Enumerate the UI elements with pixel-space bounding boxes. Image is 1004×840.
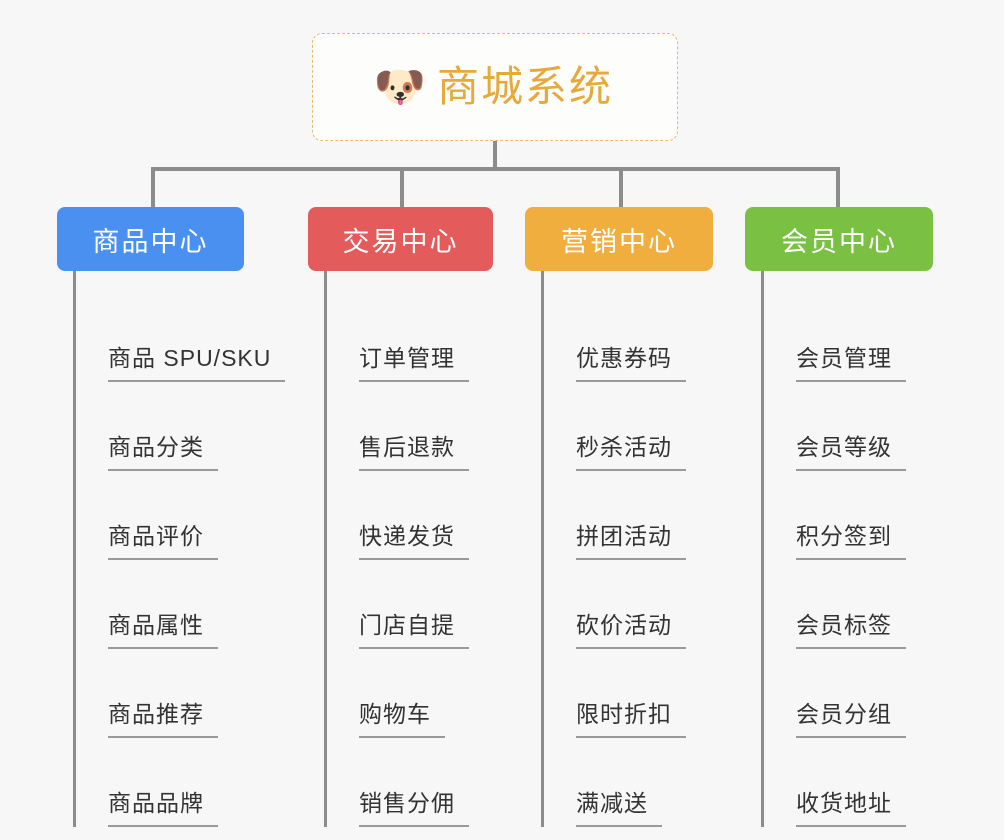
list-item[interactable]: 订单管理 [327, 293, 493, 382]
branch-items-trade-center: 订单管理 售后退款 快递发货 门店自提 购物车 销售分佣 [324, 271, 493, 827]
list-item-label: 商品 SPU/SKU [108, 345, 286, 382]
list-item[interactable]: 会员等级 [764, 382, 933, 471]
list-item[interactable]: 积分签到 [764, 471, 933, 560]
list-item[interactable]: 商品品牌 [76, 738, 285, 827]
list-item[interactable]: 销售分佣 [327, 738, 493, 827]
list-item-label: 快递发货 [359, 523, 469, 560]
branch-items-member-center: 会员管理 会员等级 积分签到 会员标签 会员分组 收货地址 [761, 271, 933, 827]
list-item[interactable]: 商品评价 [76, 471, 285, 560]
list-item-label: 商品品牌 [108, 790, 218, 827]
list-item[interactable]: 秒杀活动 [544, 382, 713, 471]
list-item[interactable]: 会员分组 [764, 649, 933, 738]
list-item-label: 秒杀活动 [576, 434, 686, 471]
branch-items-marketing-center: 优惠券码 秒杀活动 拼团活动 砍价活动 限时折扣 满减送 [541, 271, 713, 827]
list-item[interactable]: 拼团活动 [544, 471, 713, 560]
list-item-label: 砍价活动 [576, 612, 686, 649]
list-item-label: 会员分组 [796, 701, 906, 738]
branch-column-member-center: 会员中心 会员管理 会员等级 积分签到 会员标签 会员分组 收货地址 [745, 207, 933, 827]
list-item-label: 收货地址 [796, 790, 906, 827]
list-item[interactable]: 满减送 [544, 738, 713, 827]
list-item[interactable]: 商品分类 [76, 382, 285, 471]
list-item-label: 优惠券码 [576, 345, 686, 382]
branch-header-trade-center[interactable]: 交易中心 [308, 207, 493, 271]
branch-column-trade-center: 交易中心 订单管理 售后退款 快递发货 门店自提 购物车 销售分佣 [308, 207, 493, 827]
connector-root-stem [493, 141, 497, 170]
list-item[interactable]: 优惠券码 [544, 293, 713, 382]
branch-items-product-center: 商品 SPU/SKU 商品分类 商品评价 商品属性 商品推荐 商品品牌 [73, 271, 286, 827]
connector-drop-branch-1 [151, 167, 155, 208]
branch-column-marketing-center: 营销中心 优惠券码 秒杀活动 拼团活动 砍价活动 限时折扣 满减送 [525, 207, 713, 827]
connector-drop-branch-4 [836, 167, 840, 208]
list-item[interactable]: 门店自提 [327, 560, 493, 649]
list-item[interactable]: 会员管理 [764, 293, 933, 382]
list-item-label: 商品评价 [108, 523, 218, 560]
connector-horizontal-bus [151, 167, 838, 171]
list-item-label: 限时折扣 [576, 701, 686, 738]
list-item-label: 商品分类 [108, 434, 218, 471]
list-item[interactable]: 商品推荐 [76, 649, 285, 738]
list-item[interactable]: 售后退款 [327, 382, 493, 471]
list-item-label: 门店自提 [359, 612, 469, 649]
list-item-label: 会员管理 [796, 345, 906, 382]
list-item-label: 订单管理 [359, 345, 469, 382]
list-item[interactable]: 购物车 [327, 649, 493, 738]
root-title: 商城系统 [436, 63, 613, 110]
list-item[interactable]: 收货地址 [764, 738, 933, 827]
list-item-label: 会员等级 [796, 434, 906, 471]
list-item-label: 商品推荐 [108, 701, 218, 738]
list-item-label: 销售分佣 [359, 790, 469, 827]
branch-header-product-center[interactable]: 商品中心 [57, 207, 244, 271]
connector-drop-branch-3 [619, 167, 623, 208]
list-item-label: 购物车 [359, 701, 445, 738]
branch-header-member-center[interactable]: 会员中心 [745, 207, 933, 271]
shiba-dog-face-icon: 🐶 [373, 63, 427, 110]
list-item-label: 会员标签 [796, 612, 906, 649]
list-item-label: 售后退款 [359, 434, 469, 471]
list-item[interactable]: 商品 SPU/SKU [76, 293, 286, 382]
connector-drop-branch-2 [400, 167, 404, 208]
list-item-label: 拼团活动 [576, 523, 686, 560]
list-item-label: 积分签到 [796, 523, 906, 560]
branch-column-product-center: 商品中心 商品 SPU/SKU 商品分类 商品评价 商品属性 商品推荐 商品品牌 [57, 207, 286, 827]
branch-header-marketing-center[interactable]: 营销中心 [525, 207, 713, 271]
list-item[interactable]: 会员标签 [764, 560, 933, 649]
list-item[interactable]: 限时折扣 [544, 649, 713, 738]
root-node[interactable]: 🐶 商城系统 [312, 33, 678, 141]
list-item-label: 满减送 [576, 790, 662, 827]
list-item-label: 商品属性 [108, 612, 218, 649]
list-item[interactable]: 砍价活动 [544, 560, 713, 649]
list-item[interactable]: 商品属性 [76, 560, 285, 649]
list-item[interactable]: 快递发货 [327, 471, 493, 560]
